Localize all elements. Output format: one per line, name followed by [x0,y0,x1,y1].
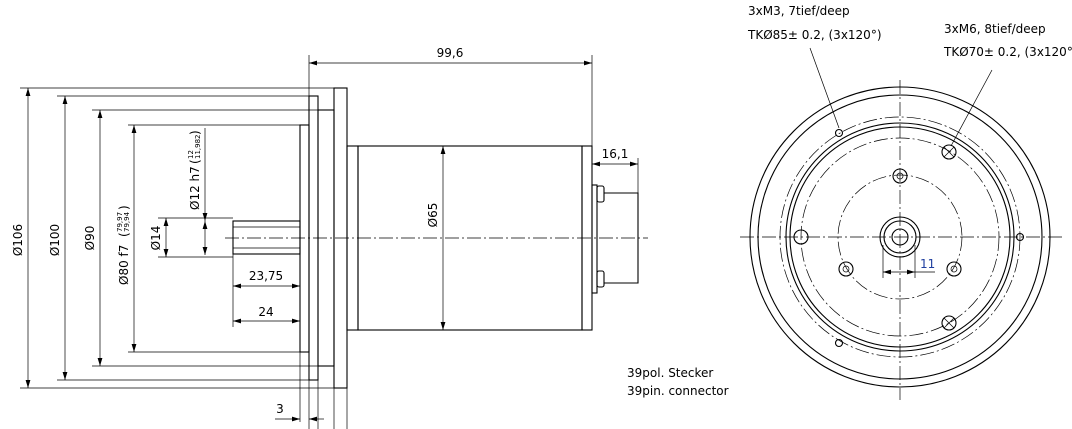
dim-d12-upper: 12 [187,150,195,159]
dim-d14: Ø14 [149,226,163,251]
m6-holes-label: 3xM6, 8tief/deep [944,22,1046,36]
hub [879,216,921,258]
connector-plate [591,184,598,294]
shaft-end [891,228,909,246]
dim-shaft-length-2: 24 [258,305,273,319]
dim-pilot-depth: 3 [276,402,284,416]
dim-d80-upper: 79,97 [116,212,124,232]
dim-shaft-length-1: 23,75 [249,269,283,283]
paren: ) [188,130,202,135]
dim-d106: Ø106 [11,224,25,256]
connector [604,192,639,284]
dim-d80: Ø80 f7 [117,245,131,285]
paren: ) [117,205,131,210]
leader-m6 [950,69,993,147]
connector-screw [596,270,605,288]
dim-d12-group: Ø12 h7 ( 12 11,982 ) [187,130,202,210]
dim-body-diameter: Ø65 [426,203,440,228]
inner-screws [838,168,962,277]
dim-d90: Ø90 [83,226,97,251]
outer-flange [749,86,1051,388]
paren: ( [117,232,131,237]
pilot [299,124,310,353]
side-view: 99,6 16,1 Ø65 23,75 24 3 Ø106 Ø100 [11,46,729,429]
m6-circle-label: TKØ70± 0.2, (3x120°) [943,45,1072,59]
front-view: 11 3xM3, 7tief/deep TKØ85± 0.2, (3x120°)… [740,4,1072,400]
m6-holes [793,144,957,331]
leader-m3 [809,47,840,129]
dim-d12-lower: 11,982 [194,135,202,160]
dim-flat-width: 11 [920,257,935,271]
bolt-circle-85 [779,116,1021,358]
dim-overall-length: 99,6 [437,46,464,60]
dim-d100: Ø100 [48,224,62,256]
inner-bolt-circle [837,174,963,300]
dim-d12: Ø12 h7 [188,166,202,210]
connector-screw [596,185,605,203]
paren: ( [188,159,202,164]
connector-label-de: 39pol. Stecker [627,366,713,380]
bolt-circle-70 [800,137,1000,337]
connector-label-en: 39pin. connector [627,384,729,398]
dim-connector-length: 16,1 [602,147,629,161]
dim-d80-group: Ø80 f7 ( 79,97 79,94 ) [116,205,131,285]
dim-d80-lower: 79,94 [123,211,131,232]
m3-circle-label: TKØ85± 0.2, (3x120°) [747,28,882,42]
m3-holes [834,128,1025,348]
m3-holes-label: 3xM3, 7tief/deep [748,4,850,18]
shaft [232,220,301,255]
